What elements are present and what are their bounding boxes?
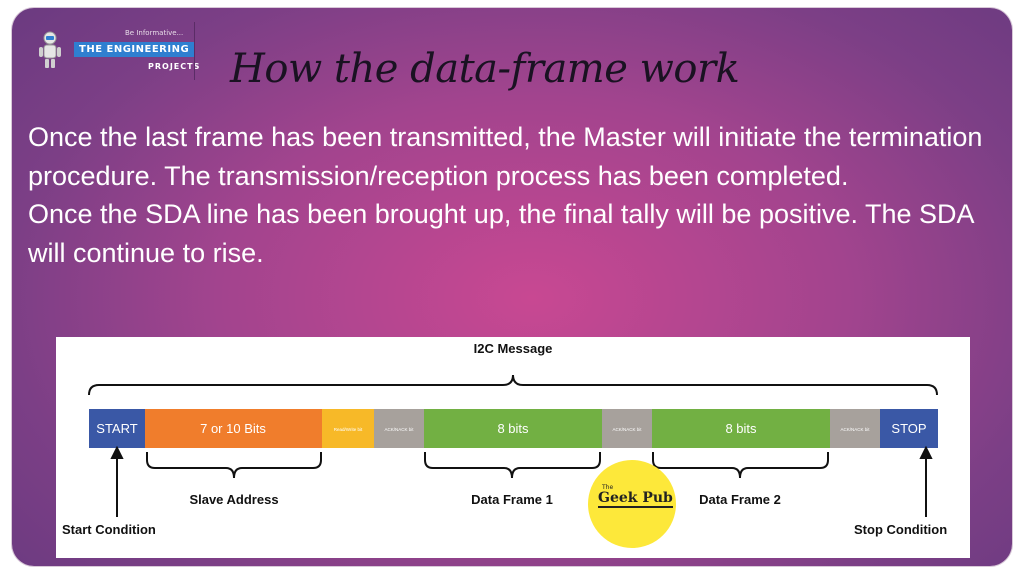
slave-address-label: Slave Address [189, 492, 278, 507]
geek-pub-the: The [602, 484, 614, 491]
segment-stop [880, 409, 938, 448]
diagram-header: I2C Message [474, 341, 553, 356]
data-frame-1-brace [424, 452, 601, 479]
segment-ack-1-label: ACK/NACK bit [384, 427, 414, 432]
segment-ack-1 [374, 409, 424, 448]
segment-ack-2 [602, 409, 652, 448]
slide: Be Informative... THE ENGINEERING PROJEC… [12, 8, 1012, 566]
stop-arrow-head [919, 445, 933, 459]
segment-start-label: START [96, 421, 137, 436]
segment-ack-3 [830, 409, 880, 448]
data-frame-2-label: Data Frame 2 [699, 492, 781, 507]
logo-subtitle: PROJECTS [148, 62, 201, 71]
i2c-message-diagram: I2C Message START 7 or 10 Bits Read/Writ… [56, 337, 970, 558]
start-arrow-head [110, 445, 124, 459]
start-condition-label: Start Condition [62, 522, 156, 537]
segment-data-2 [652, 409, 830, 448]
frame-segments [89, 409, 938, 448]
segment-ack-3-label: ACK/NACK bit [840, 427, 870, 432]
robot-icon [39, 31, 61, 68]
geek-pub-logo: The Geek Pub [588, 460, 676, 548]
slave-address-brace [146, 452, 322, 479]
geek-pub-name: Geek Pub [598, 490, 673, 508]
logo-tagline: Be Informative... [125, 29, 184, 37]
segment-read-write-label: Read/Write bit [334, 427, 363, 432]
segment-stop-label: STOP [891, 421, 926, 436]
slide-title: How the data-frame work [230, 46, 740, 92]
segment-data-2-label: 8 bits [725, 421, 757, 436]
data-frame-2-brace [652, 452, 829, 479]
segment-data-1-label: 8 bits [497, 421, 529, 436]
segment-read-write [322, 409, 374, 448]
logo-divider [194, 22, 195, 80]
diagram-svg: I2C Message START 7 or 10 Bits Read/Writ… [62, 341, 947, 537]
segment-start [89, 409, 145, 448]
logo-badge: THE ENGINEERING [74, 42, 195, 57]
paragraph-2: Once the SDA line has been brought up, t… [28, 199, 974, 268]
body-text: Once the last frame has been transmitted… [28, 118, 998, 272]
top-brace [88, 374, 938, 396]
segment-address [145, 409, 322, 448]
stop-condition-label: Stop Condition [854, 522, 947, 537]
data-frame-1-label: Data Frame 1 [471, 492, 553, 507]
segment-data-1 [424, 409, 602, 448]
segment-ack-2-label: ACK/NACK bit [612, 427, 642, 432]
segment-address-label: 7 or 10 Bits [200, 421, 266, 436]
paragraph-1: Once the last frame has been transmitted… [28, 122, 983, 191]
engineering-projects-logo: Be Informative... THE ENGINEERING PROJEC… [30, 24, 208, 76]
